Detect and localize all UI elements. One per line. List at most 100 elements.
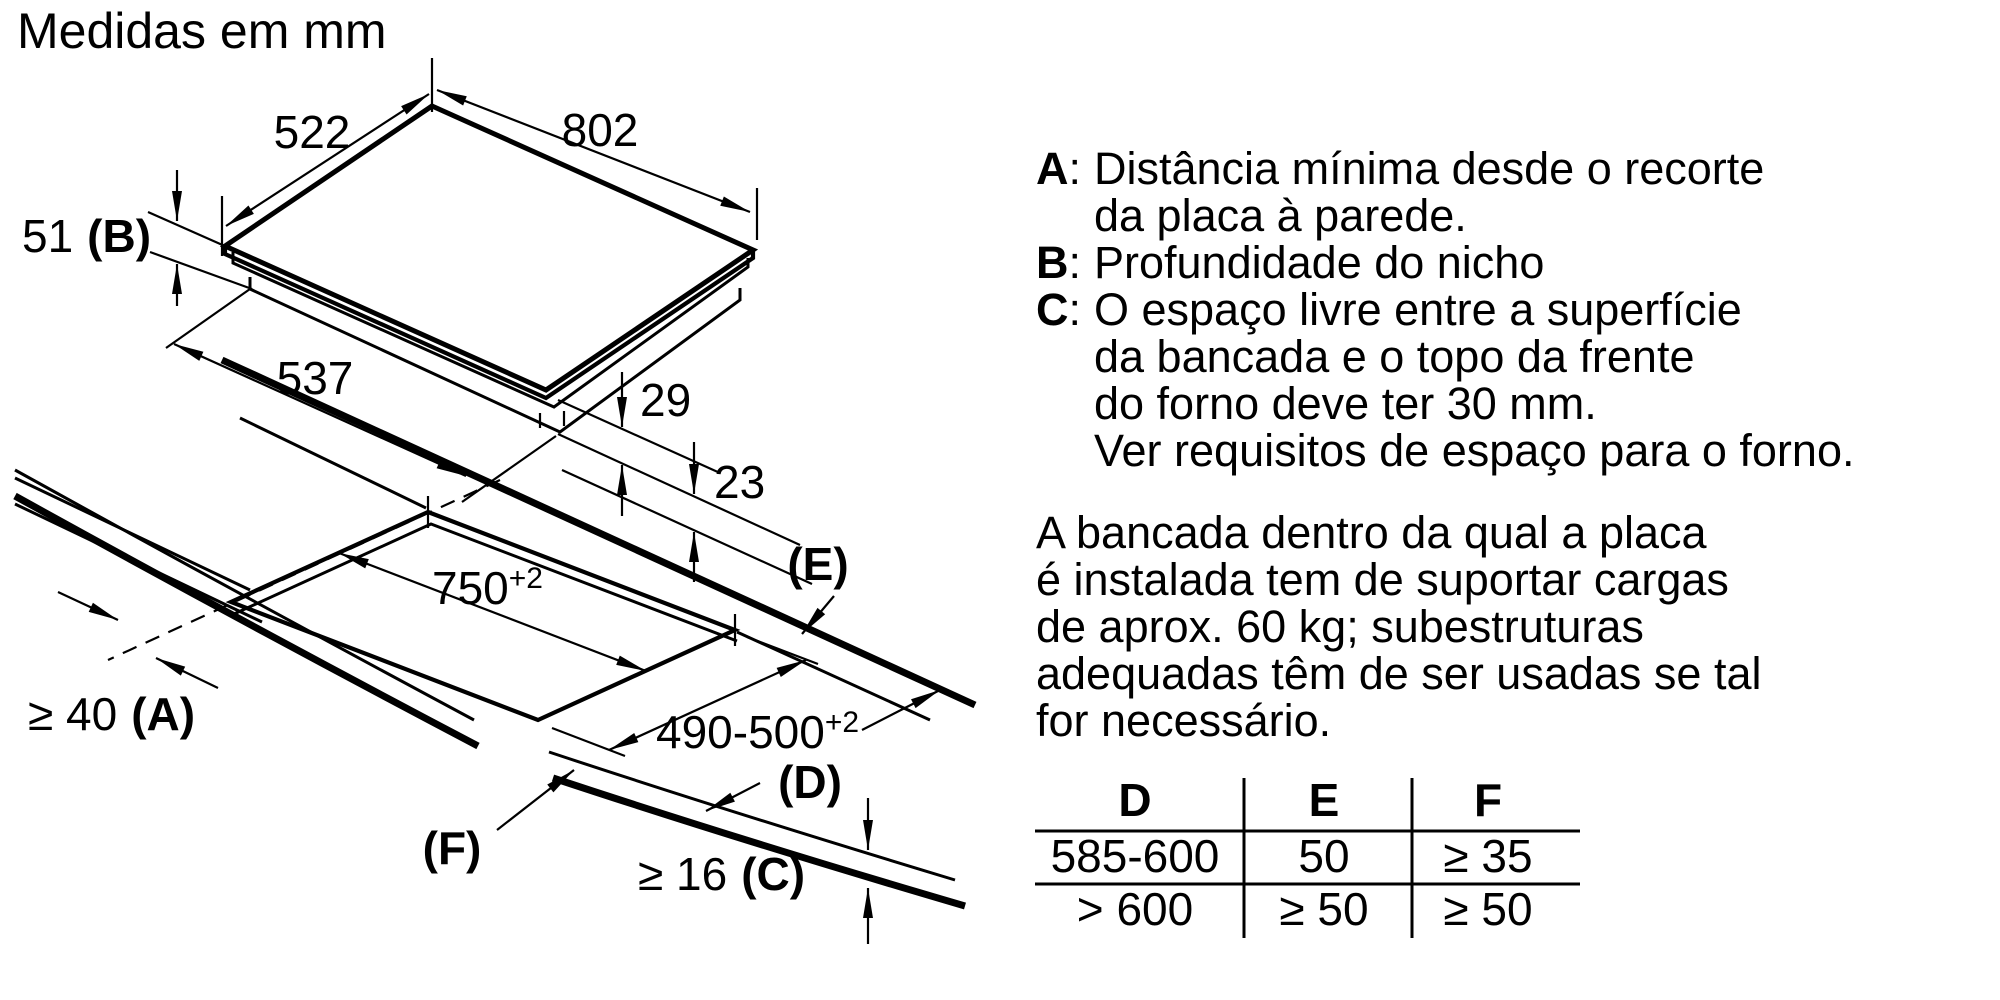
dim-label-40-a: ≥ 40 (A) [28, 688, 195, 740]
legend-item-c-line-3: do forno deve ter 30 mm. [1094, 378, 1597, 429]
dim-value: 51 [22, 210, 73, 262]
dim-490-500: 490-500+2 [551, 635, 859, 758]
dim-label-537: 537 [277, 352, 354, 404]
dim-750: 750+2 [338, 551, 647, 673]
label-d: (D) [705, 689, 941, 812]
extension-line [746, 635, 819, 666]
dim-16-c: ≥ 16 (C) [638, 798, 873, 944]
legend-colon: : [1069, 237, 1082, 288]
dim-arrow [155, 657, 219, 689]
label-e: (E) [787, 538, 849, 635]
dim-label-490-500: 490-500+2 [656, 706, 859, 758]
legend-colon: : [1069, 143, 1082, 194]
note-line-5: for necessário. [1036, 695, 1331, 746]
label-f: (F) [423, 769, 575, 874]
legend-item-c-line-1: C:O espaço livre entre a superfície [1036, 284, 1742, 335]
dim-label-16-c: ≥ 16 (C) [638, 848, 805, 900]
dim-label-51-b: 51 (B) [22, 210, 151, 262]
extension-line [147, 210, 228, 249]
dim-line-522 [225, 93, 430, 227]
dim-line-d-rear [861, 689, 941, 731]
dim-537: 537 [165, 288, 557, 503]
extension-line [149, 250, 253, 291]
table-header-f: F [1474, 774, 1502, 826]
hob-body-step-1 [231, 252, 750, 409]
table-header-d: D [1118, 774, 1151, 826]
dim-line-490-500 [608, 658, 807, 752]
legend-item-c-line-2: da bancada e o topo da frente [1094, 331, 1695, 382]
table-cell-r2-d: > 600 [1077, 883, 1193, 935]
dim-ref: (A) [131, 688, 195, 740]
cutout-extension-dashed-line [107, 479, 501, 661]
dim-line-537 [173, 342, 467, 478]
legend-text: O espaço livre entre a superfície [1094, 284, 1742, 335]
page-title: Medidas em mm [17, 3, 387, 59]
note-paragraph: A bancada dentro da qual a placa é insta… [1036, 507, 1761, 746]
label-arrow [801, 595, 835, 635]
table-header-e: E [1309, 774, 1340, 826]
spec-table: D E F 585-600 50 ≥ 35 > 600 ≥ 50 ≥ 50 [1035, 774, 1580, 938]
dim-arrow [57, 591, 119, 621]
dim-label-23: 23 [714, 456, 765, 508]
dim-label-522: 522 [274, 106, 351, 158]
note-line-4: adequadas têm de ser usadas se tal [1036, 648, 1761, 699]
worktop-rear-edge-right [736, 630, 931, 722]
profile-line-b [557, 433, 801, 546]
worktop-drawing: 750+2 490-500+2 ≥ 40(A) ≥ 16(C) (D) [13, 356, 977, 944]
hob-glass-edge [222, 246, 756, 401]
dim-ref: (C) [741, 848, 805, 900]
table-cell-r1-f: ≥ 35 [1443, 830, 1532, 882]
dim-802: 802 [436, 88, 759, 240]
note-line-1: A bancada dentro da qual a placa [1036, 507, 1708, 558]
dim-line-750 [338, 551, 647, 673]
legend-colon: : [1069, 284, 1082, 335]
dim-value: ≥ 40 [28, 688, 117, 740]
table-cell-r2-f: ≥ 50 [1443, 883, 1532, 935]
legend-item-c-line-4: Ver requisitos de espaço para o forno. [1094, 425, 1854, 476]
wall-edge-line [220, 356, 977, 709]
profile-line-c [561, 468, 813, 586]
legend-key-b: B [1036, 237, 1069, 288]
dim-522: 522 [220, 58, 434, 256]
worktop-rear-edge-left [239, 416, 427, 510]
label-e-text: (E) [787, 538, 848, 590]
dim-label-750: 750+2 [432, 562, 543, 614]
dim-51-b: 51 (B) [22, 170, 253, 306]
dim-ref: (B) [87, 210, 151, 262]
worktop-front-bottom-left [13, 492, 480, 750]
legend-text: Distância mínima desde o recorte [1094, 143, 1764, 194]
dim-superscript: +2 [509, 562, 543, 595]
dim-superscript: +2 [825, 706, 859, 739]
legend-key-c: C [1036, 284, 1069, 335]
dim-label-29: 29 [640, 374, 691, 426]
table-cell-r2-e: ≥ 50 [1279, 883, 1368, 935]
dim-label-802: 802 [562, 104, 639, 156]
dim-23: 23 [689, 442, 765, 582]
dim-value: ≥ 16 [638, 848, 727, 900]
extension-line [551, 726, 626, 758]
worktop-front-top-left [14, 468, 475, 722]
label-f-text: (F) [423, 822, 482, 874]
legend-key-a: A [1036, 143, 1069, 194]
worktop-front-bottom-right [551, 774, 966, 910]
worktop-front-top-right [548, 750, 956, 882]
dim-value: 750 [432, 562, 509, 614]
legend-item-a-line-2: da placa à parede. [1094, 190, 1467, 241]
legend-text: Profundidade do nicho [1094, 237, 1544, 288]
table-cell-r1-e: 50 [1298, 830, 1349, 882]
extension-line [461, 435, 557, 503]
legend: A:Distância mínima desde o recorte da pl… [1036, 143, 1854, 476]
hob-body-step-2 [248, 277, 742, 434]
note-line-3: de aprox. 60 kg; subestruturas [1036, 601, 1644, 652]
extension-line [165, 288, 251, 349]
dim-29: 29 [617, 372, 691, 516]
dim-line-802 [436, 88, 751, 214]
hob-drawing: 522 802 51 (B) 537 29 [22, 58, 813, 586]
label-arrow [496, 769, 575, 831]
hob-bottom-notch [538, 411, 566, 428]
note-line-2: é instalada tem de suportar cargas [1036, 554, 1729, 605]
dim-line-d-front [705, 782, 761, 812]
dim-value: 490-500 [656, 706, 825, 758]
